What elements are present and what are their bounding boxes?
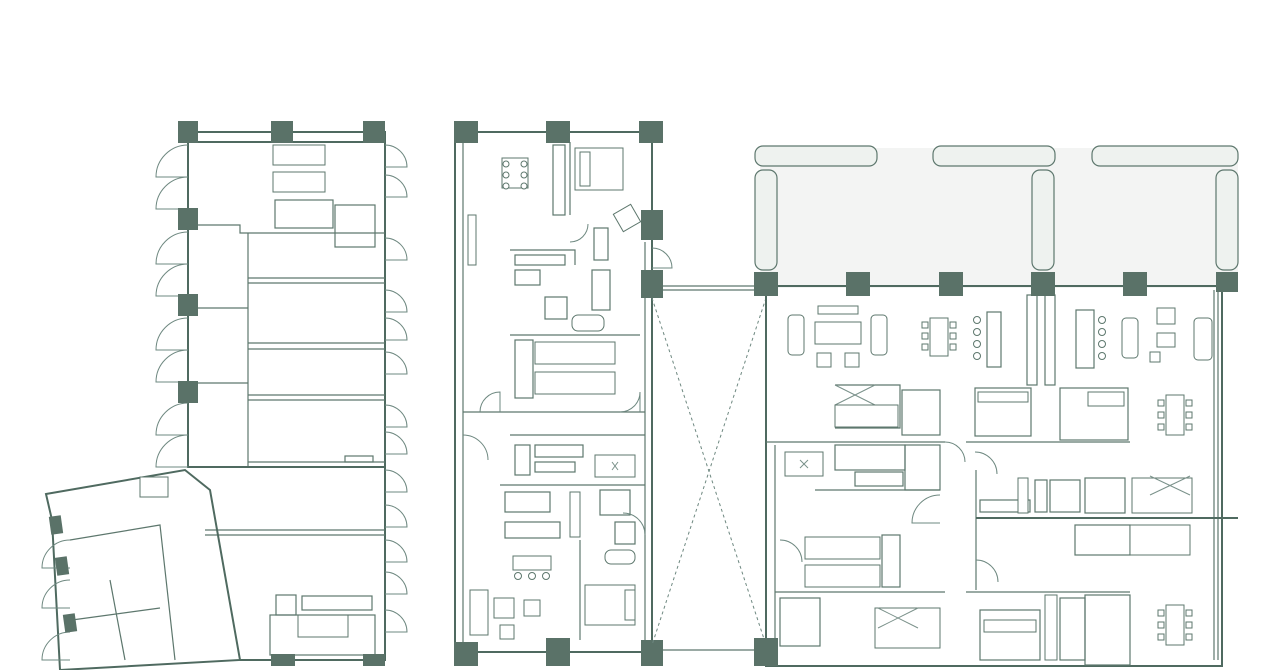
column-icon	[1123, 272, 1147, 296]
stair-icon	[874, 607, 941, 649]
radiator-icon	[467, 214, 477, 266]
planter-hedge-icon	[1091, 145, 1239, 167]
column-icon	[62, 613, 78, 633]
planter-hedge-icon	[1215, 169, 1239, 271]
stair-icon	[272, 171, 326, 193]
right-upper-living	[766, 294, 1213, 475]
column-icon	[454, 121, 478, 143]
bathtub-icon	[604, 549, 636, 565]
stair-icon	[977, 391, 1029, 403]
stair-icon	[834, 404, 899, 428]
left-wing-columns	[48, 121, 385, 666]
column-icon	[454, 642, 478, 666]
column-icon	[639, 121, 663, 143]
stair-icon	[983, 619, 1037, 633]
middle-upper-apartment	[463, 142, 645, 413]
stair-icon	[1131, 477, 1193, 514]
sofa-icon	[870, 314, 888, 356]
stair-icon	[534, 371, 616, 395]
left-wing-right-doors	[384, 144, 408, 633]
column-icon	[363, 654, 385, 666]
column-icon	[546, 638, 570, 666]
column-icon	[178, 121, 198, 143]
stair-icon	[1017, 477, 1029, 514]
armchair-icon	[1121, 317, 1139, 359]
stair-icon	[804, 564, 881, 588]
armchair-icon	[612, 203, 642, 233]
column-icon	[178, 208, 198, 230]
bathtub-icon	[571, 314, 605, 332]
left-balcony-doors	[41, 144, 189, 661]
left-wing-partitions	[188, 199, 385, 467]
right-lower-apartments	[775, 591, 1193, 666]
column-icon	[48, 515, 64, 535]
column-icon	[641, 270, 663, 298]
column-icon	[1031, 272, 1055, 296]
dining-table-icon	[1165, 604, 1185, 646]
column-icon	[1216, 272, 1238, 292]
column-icon	[54, 556, 70, 576]
planter-hedge-icon	[754, 145, 878, 167]
column-icon	[754, 638, 778, 666]
column-icon	[754, 272, 778, 296]
column-icon	[641, 210, 663, 240]
column-icon	[363, 121, 385, 143]
right-middle-apartments	[774, 444, 1238, 660]
sofa-icon	[469, 589, 489, 636]
column-icon	[641, 640, 663, 666]
planter-hedge-icon	[1031, 169, 1055, 271]
armchair-icon	[1193, 317, 1213, 361]
column-icon	[178, 294, 198, 316]
dining-table-icon	[1165, 394, 1185, 436]
middle-wing-columns	[454, 121, 663, 666]
middle-lower-apartment	[462, 247, 673, 640]
middle-wing-plan	[454, 121, 673, 666]
atrium-void	[651, 285, 767, 651]
column-icon	[939, 272, 963, 296]
stair-icon	[139, 476, 169, 498]
bed-icon	[1087, 391, 1125, 407]
coffee-table-icon	[814, 321, 862, 345]
column-icon	[271, 654, 295, 666]
right-wing-columns	[754, 272, 1238, 666]
column-icon	[271, 121, 293, 143]
column-icon	[546, 121, 570, 143]
stair-icon	[297, 614, 349, 638]
stair-icon	[534, 341, 616, 365]
stair-icon	[1129, 524, 1191, 556]
stair-icon	[804, 536, 881, 560]
column-icon	[846, 272, 870, 296]
right-wing-plan	[754, 145, 1239, 667]
planter-hedge-icon	[932, 145, 1056, 167]
left-wing-plan	[41, 121, 408, 670]
dining-table-icon	[929, 317, 949, 357]
roof-terrace	[754, 145, 1239, 288]
planter-hedge-icon	[754, 169, 778, 271]
stair-icon	[569, 491, 581, 538]
stair-icon	[1044, 594, 1058, 661]
dining-table-icon	[512, 555, 552, 571]
stair-icon	[272, 144, 326, 166]
sofa-icon	[787, 314, 805, 356]
column-icon	[178, 381, 198, 403]
